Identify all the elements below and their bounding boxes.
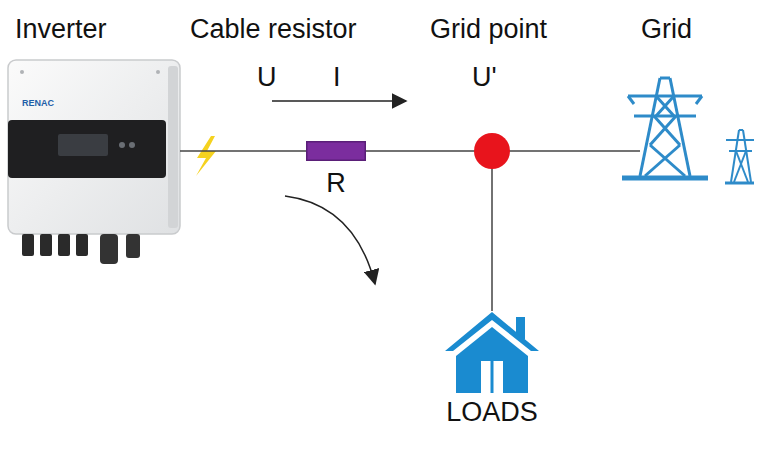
inverter-display [58, 134, 108, 156]
inverter-side [168, 66, 178, 228]
column-heading: Grid point [430, 14, 547, 44]
column-heading: Inverter [15, 14, 107, 44]
inverter-panel [8, 120, 166, 178]
inverter-led [119, 142, 125, 148]
column-heading: Cable resistor [190, 14, 357, 44]
load-label: LOADS [442, 397, 542, 427]
house-icon [442, 311, 542, 393]
inverter-connector [40, 234, 52, 256]
inverter-screw [20, 70, 24, 74]
resistor-symbol [306, 141, 366, 161]
inverter-illustration [8, 60, 180, 264]
inverter-connector [22, 234, 34, 256]
brand-logo: RENAC [22, 98, 54, 108]
inverter-led [129, 142, 135, 148]
grid-tower-small [725, 130, 754, 183]
voltage-label: U [257, 62, 277, 92]
inverter-connector [58, 234, 70, 256]
wire-connector [366, 151, 492, 311]
voltage-label: U' [472, 62, 497, 92]
inverter-body [8, 60, 180, 234]
house-shape [445, 312, 539, 393]
lightning-symbol [196, 136, 216, 176]
resistor-body [307, 142, 366, 161]
inverter-gland [100, 234, 118, 264]
inverter-screw [156, 70, 160, 74]
inverter-connector [76, 234, 88, 256]
load-node: LOADS [442, 311, 542, 427]
current-label: I [333, 62, 341, 92]
resistor-node: R [306, 141, 366, 198]
column-heading: Grid [641, 14, 692, 44]
current-arrow [272, 100, 406, 102]
curved-arrow [285, 196, 375, 284]
wire [180, 150, 306, 152]
resistor-label: R [306, 168, 366, 198]
wire [492, 150, 640, 152]
grid-point-dot [474, 133, 510, 169]
inverter-gland [126, 234, 140, 258]
grid-tower [622, 78, 708, 178]
